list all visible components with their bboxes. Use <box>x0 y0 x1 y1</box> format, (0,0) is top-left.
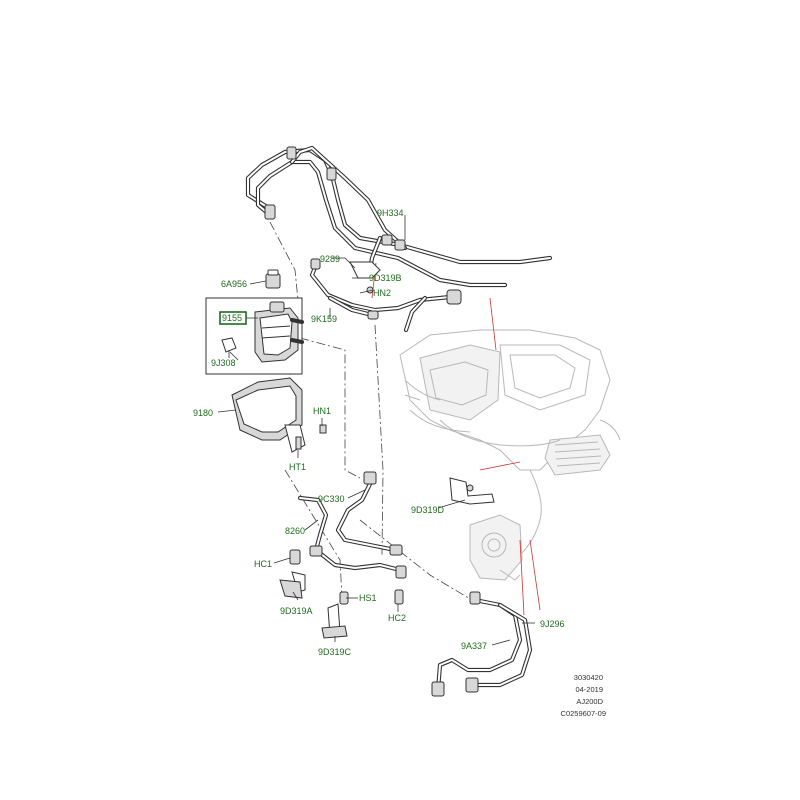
callout-hc2: HC2 <box>388 613 406 623</box>
callout-labels: 9H334 9289 9D319B HN2 6A956 9155 9K159 9… <box>193 208 565 657</box>
callout-hn1: HN1 <box>313 406 331 416</box>
bracket-9d319b <box>349 261 381 294</box>
callout-9d319d: 9D319D <box>411 505 445 515</box>
callout-hc1: HC1 <box>254 559 272 569</box>
fuel-filter-group <box>205 297 305 375</box>
engine-ghost <box>399 329 621 581</box>
callout-9d319a: 9D319A <box>280 606 313 616</box>
callout-9j308: 9J308 <box>211 358 236 368</box>
clips-and-brackets <box>279 477 495 639</box>
callout-hn2: HN2 <box>373 288 391 298</box>
fuel-line-9k159 <box>309 258 462 333</box>
reference-illustration-id: C0259607-09 <box>561 709 606 718</box>
callout-9d319b: 9D319B <box>369 273 402 283</box>
sensor-6a956 <box>265 269 281 289</box>
callout-9d319c: 9D319C <box>318 647 352 657</box>
leader-lines <box>217 215 535 646</box>
filter-shield-9180 <box>231 377 327 453</box>
callout-9j296: 9J296 <box>540 619 565 629</box>
return-lines <box>431 591 533 697</box>
callout-ht1: HT1 <box>289 462 306 472</box>
callout-8260: 8260 <box>285 526 305 536</box>
lower-fuel-lines <box>297 471 407 579</box>
callout-9289: 9289 <box>320 254 340 264</box>
callout-9c330: 9C330 <box>318 494 345 504</box>
reference-number: 3030420 <box>574 673 603 682</box>
highlight-box <box>219 311 247 325</box>
callout-hs1: HS1 <box>359 593 377 603</box>
callout-9180: 9180 <box>193 408 213 418</box>
callout-9h334: 9H334 <box>377 208 404 218</box>
callout-9a337: 9A337 <box>461 641 487 651</box>
reference-date: 04-2019 <box>575 685 603 694</box>
reference-block: 3030420 04-2019 AJ200D C0259607-09 <box>561 673 606 718</box>
callout-9k159: 9K159 <box>311 314 337 324</box>
reference-lines <box>371 262 541 616</box>
fuel-rail-assembly <box>245 145 553 288</box>
callout-6a956: 6A956 <box>221 279 247 289</box>
callout-9155: 9155 <box>222 313 242 323</box>
reference-engine-code: AJ200D <box>576 697 603 706</box>
